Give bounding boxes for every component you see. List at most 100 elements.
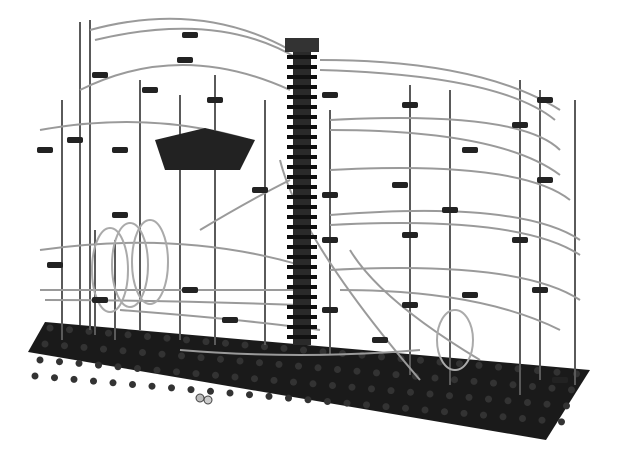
stud: [275, 360, 283, 368]
stud: [300, 346, 307, 354]
stud: [178, 352, 185, 360]
stud: [56, 358, 63, 366]
stud: [446, 392, 453, 400]
stud: [285, 394, 292, 402]
connector: [462, 147, 478, 153]
stud: [251, 375, 258, 383]
connector: [207, 97, 223, 103]
stud: [241, 341, 249, 349]
connector: [512, 237, 528, 243]
stud: [524, 399, 531, 406]
lift-step: [287, 165, 317, 169]
lift-step: [287, 305, 317, 309]
lift-step: [287, 95, 317, 99]
stud: [568, 386, 575, 394]
stud: [202, 338, 210, 346]
stud: [236, 357, 244, 365]
rail: [329, 167, 571, 201]
base-studs: [31, 324, 580, 426]
stud: [168, 384, 175, 392]
stud: [485, 395, 492, 403]
connector: [322, 92, 338, 98]
stud: [246, 391, 253, 399]
stud: [553, 368, 561, 376]
lift-step: [287, 115, 317, 119]
rail: [339, 289, 561, 331]
stud: [407, 388, 414, 396]
base-plate: [28, 322, 590, 440]
connector: [322, 192, 338, 198]
stud: [256, 359, 263, 367]
stud: [265, 392, 273, 400]
stud: [519, 415, 526, 422]
stud: [304, 396, 312, 404]
connector: [182, 32, 198, 38]
stud: [441, 408, 448, 416]
stud: [558, 418, 565, 426]
lift-step: [287, 335, 317, 339]
stud: [46, 324, 54, 332]
rail: [329, 222, 581, 256]
stud: [207, 387, 214, 395]
top-platform: [155, 128, 255, 170]
connector: [372, 337, 388, 343]
connector: [142, 87, 158, 93]
connector: [177, 57, 193, 63]
stud: [192, 370, 200, 378]
stud: [563, 402, 570, 410]
lift-step: [287, 235, 317, 239]
connector: [322, 237, 338, 243]
rail: [329, 209, 581, 241]
stud: [173, 368, 180, 376]
stud: [197, 354, 205, 362]
stud: [144, 333, 151, 340]
stud: [295, 362, 302, 370]
connector: [402, 232, 418, 238]
rail: [349, 249, 481, 361]
stud: [324, 398, 331, 405]
stud: [363, 401, 370, 409]
stud: [378, 353, 385, 361]
rail: [44, 299, 301, 306]
stud: [105, 329, 112, 337]
lift-step: [287, 145, 317, 149]
stud: [368, 385, 375, 393]
connector: [182, 147, 198, 153]
stud: [226, 389, 234, 397]
rail: [89, 17, 291, 51]
stud: [421, 406, 429, 414]
stud: [314, 364, 322, 372]
stud: [231, 373, 239, 381]
lift-step: [287, 245, 317, 249]
lift-step: [287, 315, 317, 319]
stud: [417, 356, 424, 364]
lift-step: [287, 265, 317, 269]
stud: [465, 393, 473, 401]
stud: [348, 383, 356, 391]
stud: [343, 399, 351, 407]
connector: [112, 212, 128, 218]
connector: [92, 297, 108, 303]
stud: [36, 356, 44, 364]
stud: [426, 390, 434, 398]
lift-step: [287, 295, 317, 299]
connector: [222, 317, 238, 323]
stud: [124, 331, 132, 339]
stud: [163, 334, 171, 342]
lift-step: [287, 185, 317, 189]
stud: [480, 411, 487, 419]
rail: [39, 241, 301, 266]
lift-step: [287, 125, 317, 129]
rail: [329, 117, 561, 151]
stud: [41, 340, 49, 348]
connector: [112, 147, 128, 153]
stud: [212, 371, 219, 379]
stud: [353, 367, 361, 375]
stud: [460, 409, 468, 417]
connector: [402, 102, 418, 108]
rail: [199, 179, 291, 231]
stud: [90, 377, 97, 385]
lift-step: [287, 325, 317, 329]
rail: [179, 349, 421, 356]
